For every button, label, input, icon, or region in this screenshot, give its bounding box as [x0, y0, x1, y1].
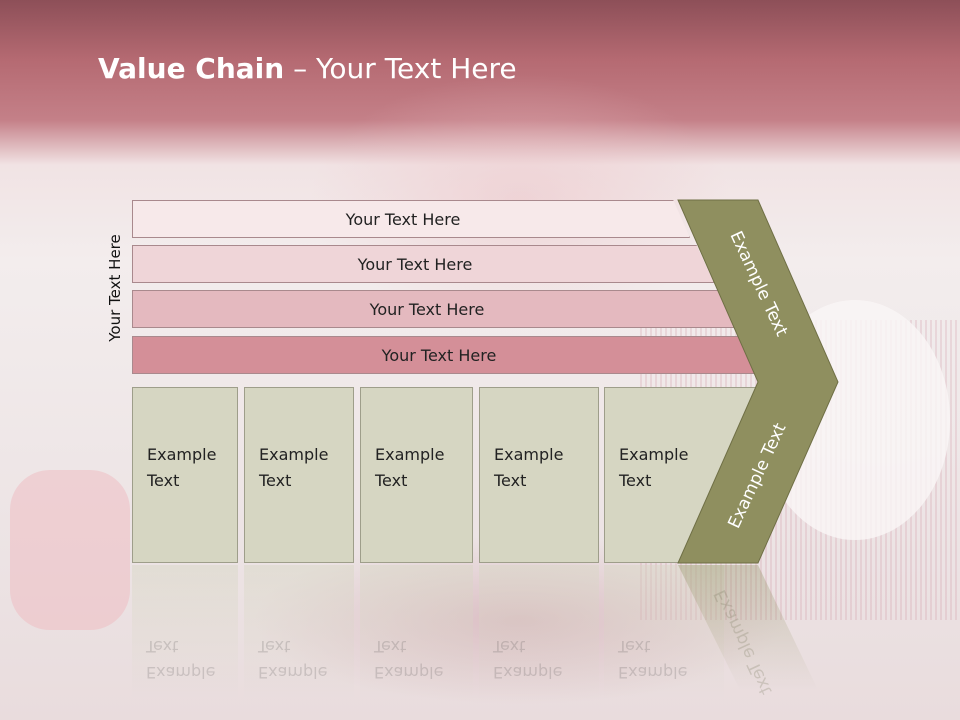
- value-row-2-label: Your Text Here: [357, 254, 473, 274]
- activity-box-3[interactable]: Example Text: [360, 387, 473, 563]
- value-row-3[interactable]: Your Text Here: [132, 290, 738, 328]
- activity-box-3-line2: Text: [375, 471, 408, 490]
- value-row-3-label: Your Text Here: [369, 299, 485, 319]
- activity-box-1-line2: Text: [147, 471, 180, 490]
- value-row-1-label: Your Text Here: [345, 209, 461, 229]
- activity-box-1[interactable]: Example Text: [132, 387, 238, 563]
- chevron-margin-shape[interactable]: [677, 199, 839, 564]
- value-row-1[interactable]: Your Text Here: [132, 200, 690, 238]
- title-rest: – Your Text Here: [284, 52, 517, 85]
- activity-box-5-line1: Example: [619, 445, 689, 464]
- value-row-4-label: Your Text Here: [381, 345, 497, 365]
- measuring-tape-decoration: [10, 470, 130, 630]
- activity-box-2-line1: Example: [259, 445, 329, 464]
- value-row-4[interactable]: Your Text Here: [132, 336, 762, 374]
- activity-box-5-line2: Text: [619, 471, 652, 490]
- activity-box-2[interactable]: Example Text: [244, 387, 354, 563]
- activity-box-1-line1: Example: [147, 445, 217, 464]
- activity-box-4[interactable]: Example Text: [479, 387, 599, 563]
- slide-title: Value Chain – Your Text Here: [98, 52, 517, 85]
- title-bold: Value Chain: [98, 52, 285, 85]
- activity-box-2-line2: Text: [259, 471, 292, 490]
- activity-box-3-line1: Example: [375, 445, 445, 464]
- value-row-2[interactable]: Your Text Here: [132, 245, 714, 283]
- chevron-reflection: [678, 565, 818, 690]
- activity-box-4-line2: Text: [494, 471, 527, 490]
- activity-box-4-line1: Example: [494, 445, 564, 464]
